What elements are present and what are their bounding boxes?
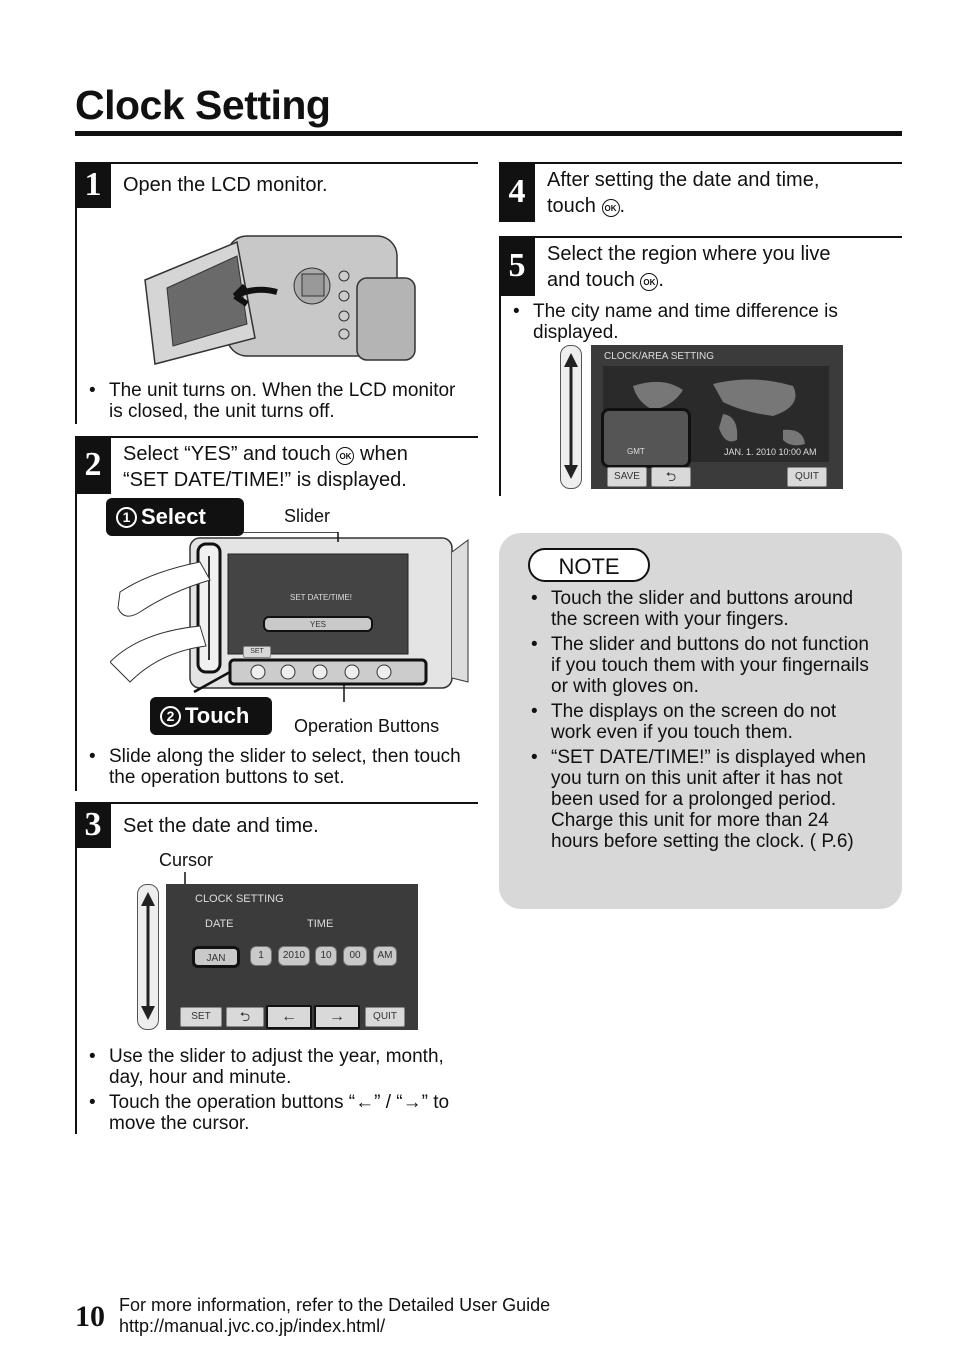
operation-buttons-callout: Operation Buttons xyxy=(294,716,440,736)
step-5-heading-c: . xyxy=(658,269,664,291)
step-5-heading-b: and touch xyxy=(547,269,635,291)
step-5-sideline xyxy=(499,236,501,496)
return-button[interactable]: ⮌ xyxy=(226,1007,264,1027)
title-rule xyxy=(75,131,902,136)
lcd-screen-title: SET DATE/TIME! xyxy=(290,593,352,602)
year-field[interactable]: 2010 xyxy=(278,946,310,966)
bullet-text-a: Touch the operation buttons “ xyxy=(109,1092,356,1113)
step-5-bullets: The city name and time difference is dis… xyxy=(513,301,898,347)
arrow-right-icon: → xyxy=(402,1092,422,1113)
list-item: Touch the slider and buttons around the … xyxy=(531,588,881,630)
clock-area-title: CLOCK/AREA SETTING xyxy=(604,351,715,362)
step-4-heading-c: . xyxy=(619,195,626,217)
select-number-icon: 1 xyxy=(116,506,137,528)
touch-badge: 2 Touch xyxy=(150,697,272,735)
slider-callout: Slider xyxy=(284,506,331,526)
list-item: Slide along the slider to select, then t… xyxy=(89,746,474,788)
step-1-number: 1 xyxy=(75,162,111,208)
step-2-heading-b: when xyxy=(360,443,408,465)
step-2-heading-c: “SET DATE/TIME!” is displayed. xyxy=(123,469,407,491)
list-item: The displays on the screen do not work e… xyxy=(531,701,881,743)
return-button[interactable]: ⮌ xyxy=(651,467,691,487)
step-4-topline xyxy=(499,162,902,164)
arrow-left-icon: ← xyxy=(355,1092,375,1113)
list-item: The unit turns on. When the LCD monitor … xyxy=(89,380,474,422)
step-1-sideline xyxy=(75,162,77,424)
save-button[interactable]: SAVE xyxy=(607,467,647,487)
step-3-bullets: Use the slider to adjust the year, month… xyxy=(89,1046,474,1138)
time-label: TIME xyxy=(307,918,334,930)
bullet-text: Use the slider to adjust the year, month… xyxy=(109,1046,444,1088)
step-4-heading-b: touch xyxy=(547,195,596,217)
step-2-topline xyxy=(75,436,478,438)
gmt-label: GMT xyxy=(627,447,645,456)
ampm-field[interactable]: AM xyxy=(373,946,397,966)
step-4-number: 4 xyxy=(499,162,535,222)
step-1: 1 Open the LCD monitor. The unit turns o… xyxy=(75,162,478,424)
footer-url-link[interactable]: http://manual.jvc.co.jp/index.html/ xyxy=(119,1316,386,1336)
list-item: “SET DATE/TIME!” is displayed when you t… xyxy=(531,747,881,852)
ok-icon: OK xyxy=(336,447,355,465)
slider-arrows-icon xyxy=(564,353,578,479)
select-badge: 1 Select xyxy=(106,498,244,536)
cursor-callout: Cursor xyxy=(159,850,214,870)
bullet-text-b: ” / “ xyxy=(374,1092,403,1113)
step-4-heading-a: After setting the date and time, xyxy=(547,169,820,191)
step-3: 3 Set the date and time. Cursor CLOCK SE… xyxy=(75,802,478,1134)
quit-button[interactable]: QUIT xyxy=(787,467,827,487)
step-5-heading: Select the region where you live and tou… xyxy=(547,241,897,293)
step-3-sideline xyxy=(75,802,77,1134)
step-3-heading: Set the date and time. xyxy=(123,815,319,837)
camcorder-illustration xyxy=(144,235,416,365)
current-datetime: JAN. 1. 2010 10:00 AM xyxy=(724,447,817,457)
step-5-topline xyxy=(499,236,902,238)
ok-icon: OK xyxy=(640,273,659,291)
lcd-yes-option: YES xyxy=(263,616,373,632)
touch-label: Touch xyxy=(185,703,250,728)
select-label: Select xyxy=(141,504,206,529)
slider-arrows-icon xyxy=(141,892,155,1020)
region-selector[interactable] xyxy=(601,408,691,468)
cursor-right-button[interactable]: → xyxy=(314,1005,360,1029)
bullet-text-c: ” to move the cursor. xyxy=(109,1092,450,1134)
step-2-heading-a: Select “YES” and touch xyxy=(123,443,331,465)
cursor-left-button[interactable]: ← xyxy=(266,1005,312,1029)
step-1-topline xyxy=(75,162,478,164)
page-title: Clock Setting xyxy=(75,82,331,128)
page-number: 10 xyxy=(75,1300,105,1333)
set-button[interactable]: SET xyxy=(180,1007,222,1027)
list-item: Use the slider to adjust the year, month… xyxy=(89,1046,474,1088)
step-1-heading: Open the LCD monitor. xyxy=(123,174,328,196)
month-field[interactable]: JAN xyxy=(192,946,240,968)
footer-line-1: For more information, refer to the Detai… xyxy=(119,1295,551,1315)
step-2: 2 Select “YES” and touch OK when “SET DA… xyxy=(75,436,478,791)
note-bullets: Touch the slider and buttons around the … xyxy=(531,588,881,856)
quit-button[interactable]: QUIT xyxy=(365,1007,405,1027)
step-4: 4 After setting the date and time, touch… xyxy=(499,162,902,222)
hour-field[interactable]: 10 xyxy=(315,946,337,966)
step-3-number: 3 xyxy=(75,802,111,848)
lcd-set-button: SET xyxy=(243,646,271,658)
list-item: The city name and time difference is dis… xyxy=(513,301,898,343)
step-4-heading: After setting the date and time, touch O… xyxy=(547,167,897,219)
step-5-number: 5 xyxy=(499,236,535,296)
step-2-heading: Select “YES” and touch OK when “SET DATE… xyxy=(123,441,473,493)
list-item: Touch the operation buttons “←” / “→” to… xyxy=(89,1092,474,1134)
step-2-sideline xyxy=(75,436,77,791)
minute-field[interactable]: 00 xyxy=(343,946,367,966)
step-5-heading-a: Select the region where you live xyxy=(547,243,831,265)
ok-icon: OK xyxy=(601,199,620,217)
note-label: NOTE xyxy=(528,548,650,582)
step-2-bullets: Slide along the slider to select, then t… xyxy=(89,746,474,792)
step-2-number: 2 xyxy=(75,436,111,494)
touch-number-icon: 2 xyxy=(160,705,181,727)
footer-text: For more information, refer to the Detai… xyxy=(119,1295,550,1337)
step-3-topline xyxy=(75,802,478,804)
day-field[interactable]: 1 xyxy=(250,946,272,966)
step-5: 5 Select the region where you live and t… xyxy=(499,236,902,496)
list-item: The slider and buttons do not function i… xyxy=(531,634,881,697)
clock-setting-title: CLOCK SETTING xyxy=(195,893,284,905)
date-label: DATE xyxy=(205,918,234,930)
step-1-bullets: The unit turns on. When the LCD monitor … xyxy=(89,380,474,426)
